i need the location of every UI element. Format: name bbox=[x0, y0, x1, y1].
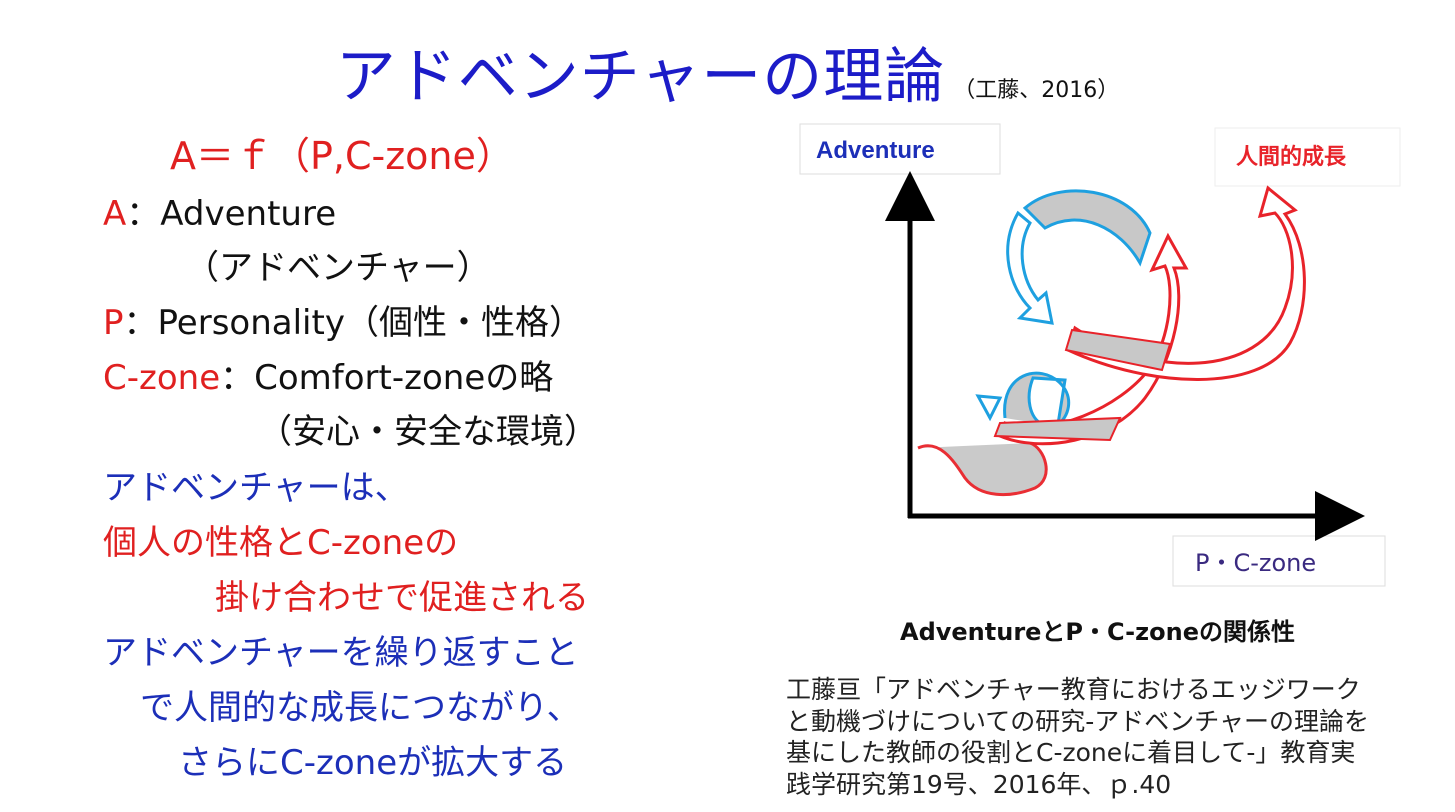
x-axis-label: P・C-zone bbox=[1195, 549, 1316, 577]
formula: A＝ｆ（P,C-zone） bbox=[170, 134, 514, 178]
definition-a-key: A bbox=[103, 194, 127, 234]
y-axis-label: Adventure bbox=[816, 137, 935, 164]
statement-6: さらにC-zoneが拡大する bbox=[178, 743, 568, 783]
citation-line: 践学研究第19号、2016年、ｐ.40 bbox=[786, 769, 1172, 799]
definition-a-sep: ： bbox=[126, 194, 161, 234]
statement-5: で人間的な成長につながり、 bbox=[140, 688, 581, 728]
large-blue-ribbon bbox=[1022, 189, 1152, 267]
definition-p-value: ：Personality（個性・性格） bbox=[123, 303, 583, 343]
large-blue-arrow bbox=[1006, 210, 1054, 325]
title-source: （工藤、2016） bbox=[953, 78, 1120, 103]
definition-c-key: C-zone bbox=[103, 358, 221, 398]
statement-1: アドベンチャーは、 bbox=[103, 468, 409, 508]
definition-c-value: ：Comfort-zoneの略 bbox=[220, 358, 554, 398]
middle-gray-band bbox=[993, 416, 1122, 442]
citation-line: 基にした教師の役割とC-zoneに着目して-」教育実 bbox=[786, 738, 1356, 767]
statement-4: アドベンチャーを繰り返すこと bbox=[103, 633, 579, 673]
definition-a-note: （アドベンチャー） bbox=[185, 248, 491, 288]
growth-label-box bbox=[1214, 127, 1401, 187]
definition-c: C-zone：Comfort-zoneの略 bbox=[103, 356, 553, 400]
diagram-caption: AdventureとP・C-zoneの関係性 bbox=[900, 618, 1295, 646]
statement-2: 個人の性格とC-zoneの bbox=[103, 523, 459, 563]
small-spiral-ribbon bbox=[917, 441, 1048, 497]
definition-a-value: Adventure bbox=[160, 194, 337, 234]
large-gray-band bbox=[1064, 328, 1172, 372]
large-red-arrow bbox=[1066, 185, 1306, 381]
definition-p-key: P bbox=[103, 303, 124, 343]
definition-p: P：Personality（個性・性格） bbox=[103, 301, 583, 345]
citation-line: と動機づけについての研究-アドベンチャーの理論を bbox=[786, 706, 1370, 736]
growth-label: 人間的成長 bbox=[1236, 144, 1347, 170]
x-label-box bbox=[1172, 535, 1386, 587]
page-title: アドベンチャーの理論 （工藤、2016） bbox=[0, 28, 1455, 115]
title-main: アドベンチャーの理論 bbox=[335, 42, 946, 112]
small-blue-arrow bbox=[1003, 371, 1071, 427]
small-blue-arrowhead bbox=[975, 394, 1003, 422]
statement-3: 掛け合わせで促進される bbox=[215, 578, 589, 618]
citation-line: 工藤亘「アドベンチャー教育におけるエッジワーク bbox=[786, 675, 1361, 704]
definition-a: A：Adventure bbox=[103, 192, 336, 236]
adventure-diagram: Adventure 人間的成長 P・C-zone bbox=[799, 123, 1401, 587]
citation: 工藤亘「アドベンチャー教育におけるエッジワーク と動機づけについての研究-アドベ… bbox=[786, 674, 1436, 800]
y-label-box bbox=[799, 123, 1001, 175]
definition-c-note: （安心・安全な環境） bbox=[258, 412, 598, 452]
